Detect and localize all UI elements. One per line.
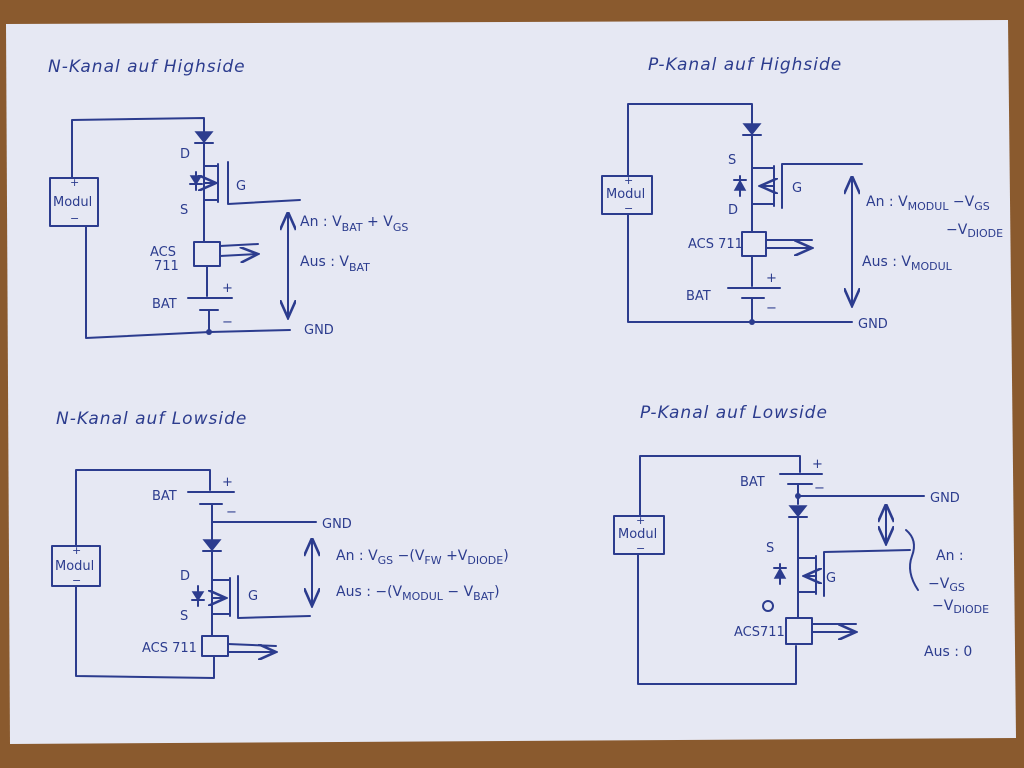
q4-eq-an-line1: −VGS [928, 576, 965, 594]
q2-label-d: D [728, 203, 738, 218]
q2-eq-aus: Aus : VMODUL [862, 254, 953, 273]
q3-acs-label: ACS 711 [142, 641, 197, 656]
q2-modul-label: Modul [606, 187, 645, 202]
q4-acs-outputs [811, 624, 856, 632]
q3-label-s: S [180, 609, 188, 624]
q3-eq-an: An : VGS −(VFW +VDIODE) [336, 548, 509, 567]
q1-bat-plus: + [222, 281, 233, 296]
q3-modul-label: Modul [55, 559, 94, 574]
q3-body-diode-head [191, 591, 205, 602]
q2-body-diode-head [733, 179, 747, 191]
q3-bat-plus: + [222, 475, 233, 490]
q2-bat-label: BAT [686, 289, 711, 304]
q3-modul-minus: − [72, 574, 81, 587]
q1-label-d: D [180, 147, 190, 162]
q3-modul-plus: + [72, 544, 81, 557]
q1-node-gnd [206, 329, 212, 335]
q4-eq-an-line2: −VDIODE [932, 598, 989, 616]
q4-top-wire [639, 455, 801, 517]
q4-bat-minus: − [814, 481, 825, 496]
q2-eq-an: An : VMODUL −VGS [866, 194, 990, 213]
q2-top-wire [627, 103, 753, 177]
q1-gnd-label: GND [304, 323, 334, 338]
q2-label-s: S [728, 153, 736, 168]
circuit-p-channel-lowside: P-Kanal auf Lowside + Modul − BAT + − GN… [613, 403, 989, 685]
q1-bat-label: BAT [152, 297, 177, 312]
q1-label-s: S [180, 203, 188, 218]
q1-acs-outputs [219, 244, 258, 256]
q2-node-gnd [749, 319, 755, 325]
q3-title: N-Kanal auf Lowside [56, 409, 247, 429]
q2-modul-minus: − [624, 202, 633, 215]
circuit-n-channel-lowside: N-Kanal auf Lowside + Modul − BAT + − GN… [51, 409, 509, 679]
q3-eq-aus: Aus : −(VMODUL − VBAT) [336, 584, 500, 603]
q3-acs-outputs [227, 644, 276, 652]
q2-battery-symbol [727, 255, 781, 323]
q3-top-wire [75, 469, 211, 547]
q1-modul-minus: − [70, 212, 79, 225]
q2-gnd-label: GND [858, 317, 888, 332]
q1-modul-box [49, 177, 99, 227]
q4-modul-plus: + [636, 514, 645, 527]
q3-bat-label: BAT [152, 489, 177, 504]
q3-bottom-wire [75, 585, 215, 679]
q1-acs-label: ACS [150, 245, 176, 260]
q1-bat-minus: − [222, 315, 233, 330]
q4-brace [905, 529, 919, 591]
q4-scribble-mark [762, 600, 774, 612]
q2-modul-plus: + [624, 174, 633, 187]
paper-sheet [6, 20, 1016, 744]
circuit-p-channel-highside: P-Kanal auf Highside + Modul − S D G ACS… [601, 55, 1003, 332]
q4-eq-aus: Aus : 0 [924, 644, 972, 660]
q3-acs-box [201, 635, 229, 657]
q4-bat-plus: + [812, 457, 823, 472]
q2-bat-plus: + [766, 271, 777, 286]
q2-acs-box [741, 231, 767, 257]
q3-gnd-label: GND [322, 517, 352, 532]
q4-body-diode-head [773, 567, 787, 579]
q2-diode-symbol [742, 123, 762, 136]
q1-battery-symbol [187, 265, 233, 333]
q4-label-g: G [826, 571, 836, 586]
q1-eq-aus: Aus : VBAT [300, 254, 370, 274]
q3-label-d: D [180, 569, 190, 584]
q2-bottom-wire [627, 213, 853, 323]
q3-diode-symbol [202, 539, 222, 552]
q1-bottom-wire [85, 225, 291, 339]
q4-diode-symbol [788, 505, 808, 518]
q1-eq-an: An : VBAT + VGS [300, 214, 408, 234]
q2-title: P-Kanal auf Highside [648, 55, 842, 75]
q2-acs-label: ACS 711 [688, 237, 743, 252]
q4-modul-label: Modul [618, 527, 657, 542]
q4-modul-minus: − [636, 542, 645, 555]
q4-gnd-label: GND [930, 491, 960, 506]
q2-acs-outputs [765, 240, 812, 248]
q2-eq-an-line2: −VDIODE [946, 222, 1003, 240]
q4-eq-an: An : [936, 548, 964, 564]
circuit-n-channel-highside: N-Kanal auf Highside + Modul − D S G ACS… [48, 57, 408, 339]
q4-bottom-wire [637, 553, 797, 685]
q1-modul-plus: + [70, 176, 79, 189]
q4-title: P-Kanal auf Lowside [640, 403, 828, 423]
q3-bat-minus: − [226, 505, 237, 520]
q1-title: N-Kanal auf Highside [48, 57, 246, 77]
q4-bat-label: BAT [740, 475, 765, 490]
q1-acs-label-2: 711 [154, 259, 179, 274]
q1-label-g: G [236, 179, 246, 194]
q2-label-g: G [792, 181, 802, 196]
q3-label-g: G [248, 589, 258, 604]
q4-label-s: S [766, 541, 774, 556]
q1-diode-symbol [194, 131, 214, 144]
q4-acs-label: ACS711 [734, 625, 785, 640]
q1-modul-label: Modul [53, 195, 92, 210]
q2-bat-minus: − [766, 301, 777, 316]
